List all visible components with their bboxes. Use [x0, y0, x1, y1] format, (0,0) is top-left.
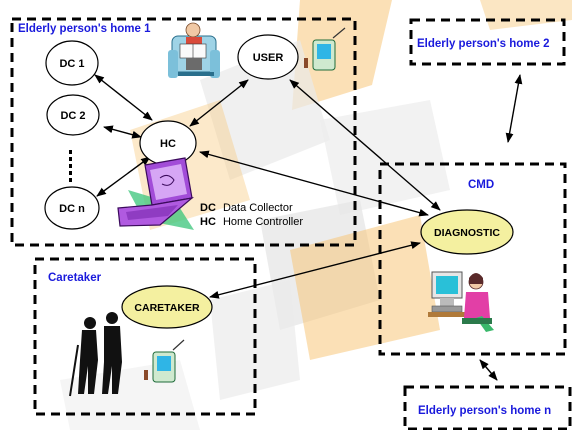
node-dc2-label: DC 2: [60, 110, 85, 122]
home2-title: Elderly person's home 2: [417, 38, 549, 50]
legend-dc-abbr: DC: [200, 202, 216, 214]
node-diagnostic: [420, 209, 514, 255]
arrow-cmd-homen: [479, 359, 498, 381]
node-hc-label: HC: [160, 138, 176, 150]
elderly-reading-icon: [168, 22, 220, 78]
legend-hc: HC Home Controller: [200, 216, 303, 228]
legend: DC Data Collector HC Home Controller: [200, 202, 303, 228]
caretaker-title: Caretaker: [48, 272, 102, 284]
homen-title: Elderly person's home n: [418, 405, 551, 417]
arrow-dc1-hc: [94, 74, 153, 121]
node-user-label: USER: [253, 52, 284, 64]
arrow-dcn-hc: [96, 156, 151, 197]
home2-group: [409, 18, 566, 66]
cmd-group: [378, 162, 567, 356]
arrow-home2-cmd: [505, 74, 523, 143]
cmd-title: CMD: [468, 179, 494, 191]
home1-title: Elderly person's home 1: [18, 23, 151, 35]
node-dc1-label: DC 1: [59, 58, 84, 70]
node-dc2: [46, 94, 100, 136]
arrow-hc-user: [189, 79, 249, 127]
caretaker-group: [33, 257, 257, 416]
arrow-dc2-hc: [103, 125, 142, 139]
legend-hc-abbr: HC: [200, 216, 216, 228]
node-user: [237, 34, 299, 80]
node-caretaker-label: CARETAKER: [134, 302, 200, 314]
caretaker-handheld-icon: [144, 339, 185, 383]
arrow-caretaker-diagnostic: [209, 241, 421, 299]
node-dc1: [45, 40, 99, 86]
laptop-icon: [117, 157, 195, 230]
homen-group: [403, 385, 572, 430]
legend-dc-text: Data Collector: [223, 202, 293, 214]
node-dcn-label: DC n: [59, 203, 85, 215]
doctor-computer-icon: [428, 271, 494, 332]
arrow-user-diagnostic: [289, 79, 441, 211]
node-diagnostic-label: DIAGNOSTIC: [434, 227, 500, 239]
dc-ellipsis: [69, 150, 72, 182]
legend-hc-text: Home Controller: [223, 216, 303, 228]
elderly-couple-icon: [69, 312, 122, 397]
node-dcn: [44, 186, 100, 230]
handheld-device-icon: [304, 27, 346, 71]
legend-dc: DC Data Collector: [200, 202, 293, 214]
node-caretaker: [121, 285, 213, 329]
